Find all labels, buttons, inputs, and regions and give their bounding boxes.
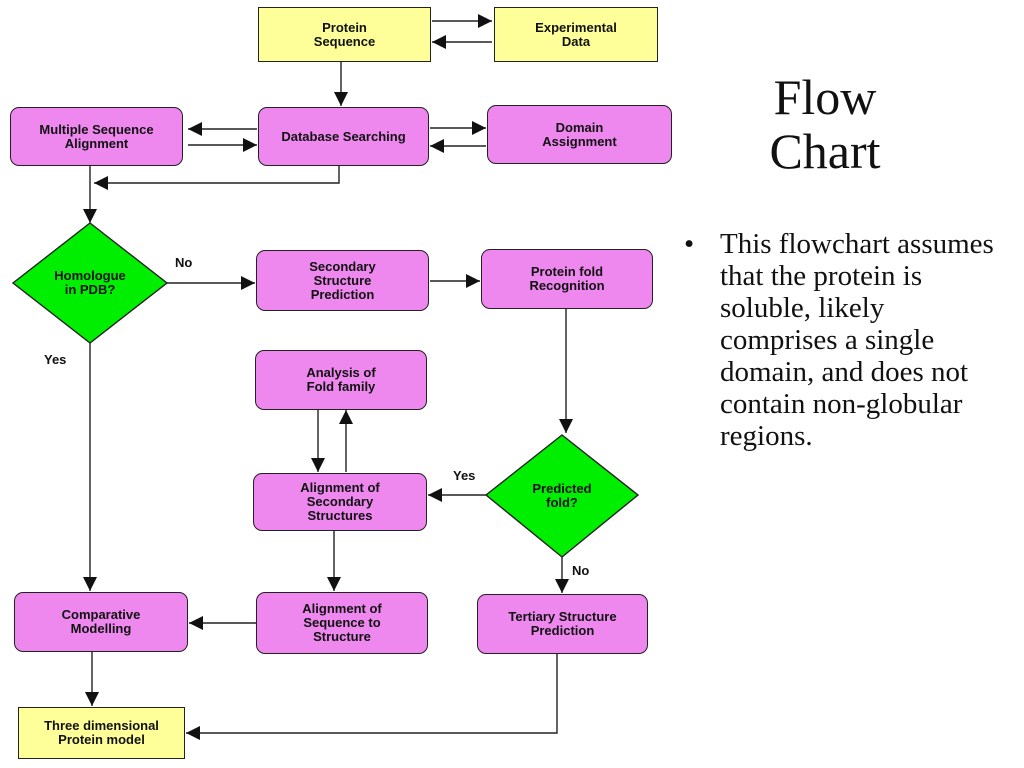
domain-assignment-node: Domain Assignment [487,105,672,164]
arrow-database-return [94,166,340,190]
flowchart-connectors [11,14,640,740]
three-dimensional-protein-model-node: Three dimensional Protein model [18,707,185,759]
comparative-modelling-node: Comparative Modelling [14,592,188,652]
experimental-data-node: Experimental Data [494,7,658,62]
alignment-of-sequence-to-structure-node: Alignment of Sequence to Structure [256,592,428,654]
multiple-sequence-alignment-node: Multiple Sequence Alignment [10,107,183,166]
slide-title: Flow Chart [769,69,881,179]
protein-fold-recognition-node: Protein fold Recognition [481,249,653,309]
predicted-fold-decision: Predicted fold? [532,481,592,510]
protein-sequence-node: Protein Sequence [258,7,431,62]
edge-label-predicted-yes: Yes [453,468,476,483]
edge-label-predicted-no: No [572,563,590,578]
alignment-of-secondary-structures-node: Alignment of Secondary Structures [253,473,427,531]
edge-label-homologue-yes: Yes [44,352,67,367]
arrow-tertiary-to-3d-model [186,654,558,740]
bullet-list: This flowchart assumes that the protein … [684,228,1004,452]
edge-label-homologue-no: No [175,255,193,270]
tertiary-structure-prediction-node: Tertiary Structure Prediction [477,594,648,654]
secondary-structure-prediction-node: Secondary Structure Prediction [256,250,429,311]
bullet-item: This flowchart assumes that the protein … [684,228,1004,452]
database-searching-node: Database Searching [258,107,429,166]
analysis-of-fold-family-node: Analysis of Fold family [255,350,427,410]
homologue-in-pdb-decision: Homologue in PDB? [54,268,126,297]
homologue-diamond-shape [11,222,169,344]
predicted-fold-diamond-shape [484,434,640,558]
